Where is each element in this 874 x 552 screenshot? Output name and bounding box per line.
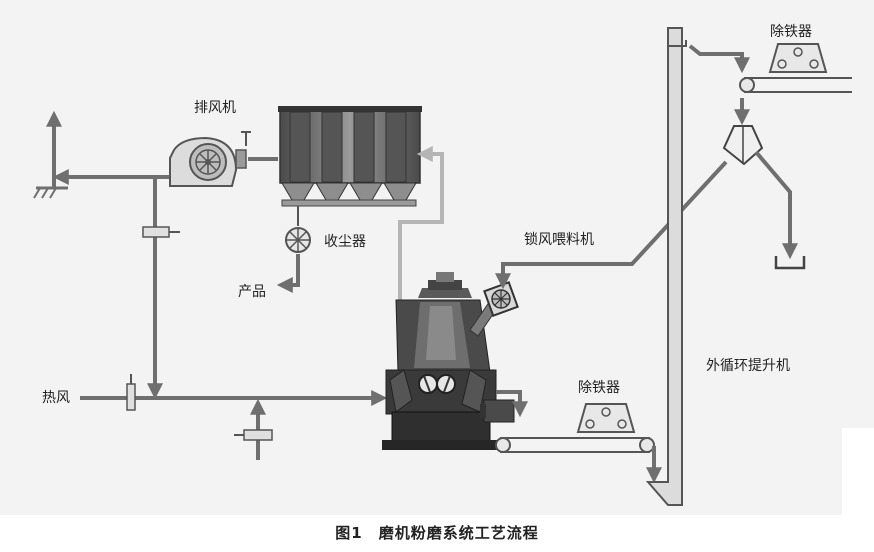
rotary-discharge-valve [285, 227, 311, 253]
label-airlock-feeder: 锁风喂料机 [524, 232, 594, 248]
label-exhaust-fan: 排风机 [194, 100, 236, 116]
bucket-elevator [645, 27, 687, 506]
exhaust-pipe [52, 169, 170, 400]
cold-air-inlet [234, 398, 273, 460]
exhaust-stack [33, 110, 68, 199]
hot-air-damper [126, 374, 136, 411]
mill-reject-pipe [496, 390, 528, 418]
bottom-belt-conveyor [495, 437, 655, 453]
damper-valve-return [142, 226, 180, 238]
corner-cutout [842, 428, 874, 515]
iron-remover-bottom [576, 403, 636, 433]
elevator-discharge-arrow [688, 44, 750, 74]
label-hot-air: 热风 [42, 390, 70, 406]
material-splitter [722, 125, 764, 166]
reject-line [754, 150, 798, 260]
top-belt-conveyor [739, 77, 852, 93]
product-discharge-arrow [276, 254, 300, 293]
label-product: 产品 [238, 284, 266, 300]
figure-caption: 图1 磨机粉磨系统工艺流程 [335, 524, 539, 542]
label-external-elevator: 外循环提升机 [706, 358, 790, 374]
iron-remover-top [768, 43, 828, 73]
exhaust-fan [169, 131, 251, 187]
label-iron-remover-top: 除铁器 [770, 24, 812, 40]
airlock-feeder [483, 281, 519, 317]
bag-dust-collector [278, 106, 422, 226]
reject-bin [774, 256, 806, 270]
label-dust-collector: 收尘器 [324, 234, 366, 250]
process-flow-diagram: 排风机 收尘器 产品 锁风喂料机 热风 除铁器 除铁器 外循环提升机 [0, 0, 874, 515]
vertical-roller-mill [382, 272, 515, 450]
label-iron-remover-bottom: 除铁器 [578, 380, 620, 396]
mill-outlet-duct [398, 146, 444, 300]
recycle-feed-line [495, 160, 728, 290]
